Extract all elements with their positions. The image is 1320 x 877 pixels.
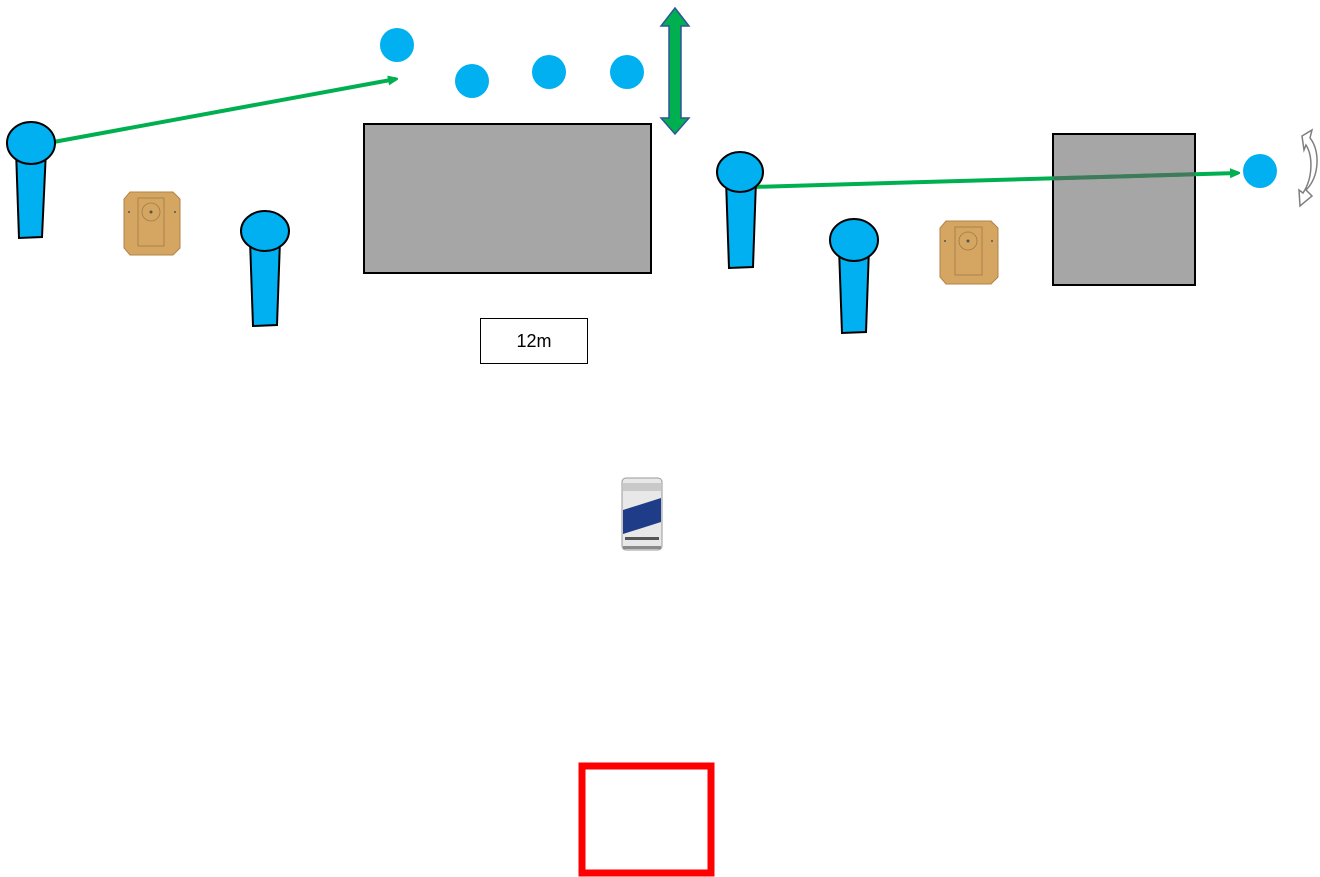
paper-target-icon [123,191,181,256]
barrier-wall-left [363,123,652,274]
steel-target-icon [380,28,414,62]
can-prop-icon [621,477,663,551]
shooter-icon [6,121,56,240]
shooter-icon [829,218,879,335]
shooter-icon [240,210,290,328]
steel-target-icon [610,55,644,89]
swing-arrows-icon [1298,128,1318,208]
shooter-icon [716,151,764,270]
movement-arrow-overlap [1052,172,1196,181]
movement-arrow-vertical [659,6,691,136]
steel-target-icon [455,64,489,98]
steel-target-icon [1243,154,1277,188]
steel-target-icon [532,55,566,89]
start-box [578,762,715,877]
paper-target-icon [939,220,999,285]
barrier-wall-right [1052,133,1196,286]
distance-label: 12m [480,318,588,364]
movement-arrow [47,79,396,145]
